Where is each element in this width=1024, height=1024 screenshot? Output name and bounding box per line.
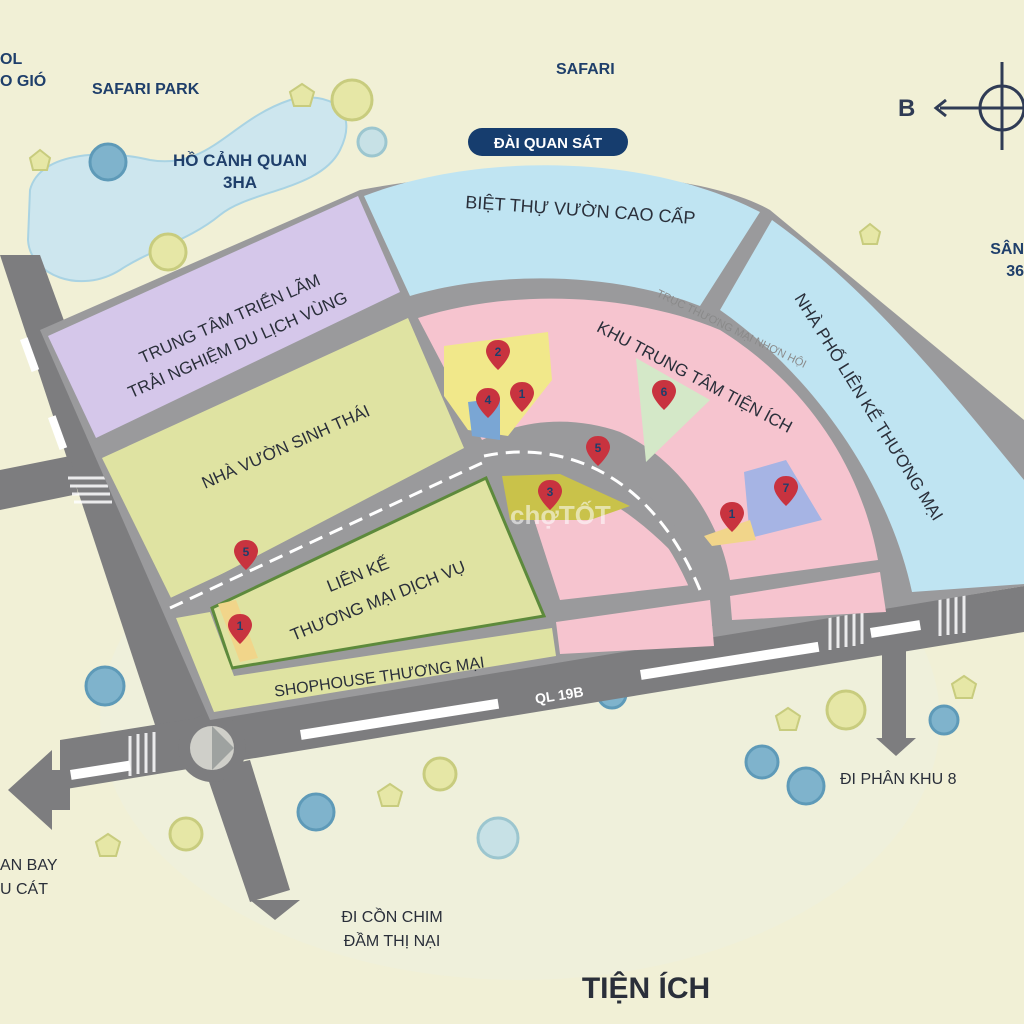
arrow-icon <box>876 738 916 756</box>
plot-olive <box>502 474 630 520</box>
observatory-label: ĐÀI QUAN SÁT <box>494 135 602 152</box>
zone-townhouse <box>720 220 1024 592</box>
marker-2: 2 <box>495 345 502 359</box>
label-top-left-2: O GIÓ <box>0 71 46 90</box>
road-network <box>0 255 1024 902</box>
marker-1c: 1 <box>237 619 244 633</box>
watermark: chợTỐT <box>510 500 611 530</box>
marker-1b: 1 <box>729 507 736 521</box>
compass-icon <box>933 62 1024 150</box>
label-airport-2: U CÁT <box>0 879 48 898</box>
observatory-badge[interactable] <box>468 128 628 156</box>
page-title: TIỆN ÍCH <box>582 971 710 1005</box>
label-airport-1: AN BAY <box>0 857 58 874</box>
label-lake: HỒ CẢNH QUAN <box>173 151 307 170</box>
compass-letter: B <box>898 95 915 122</box>
label-to-con-chim-1: ĐI CỒN CHIM <box>341 907 442 926</box>
marker-6: 6 <box>661 385 668 399</box>
landscape-lake <box>26 96 348 283</box>
marker-4: 4 <box>485 393 492 407</box>
label-right-partial-2: 36 <box>1006 263 1024 280</box>
label-to-con-chim-2: ĐẦM THỊ NẠI <box>344 931 441 950</box>
label-top-left-1: OL <box>0 51 22 68</box>
arrow-icon <box>8 750 70 830</box>
marker-3: 3 <box>547 485 554 499</box>
label-to-zone8: ĐI PHÂN KHU 8 <box>840 769 957 788</box>
tree-icon <box>28 78 978 860</box>
plot-orange-small <box>704 520 756 546</box>
zone-expo-center <box>48 196 400 438</box>
marker-1: 1 <box>519 387 526 401</box>
map-pin-icon[interactable]: 2 4 1 6 5 3 7 1 5 1 <box>228 340 798 644</box>
marker-7: 7 <box>783 481 790 495</box>
label-safari: SAFARI <box>556 61 615 78</box>
label-highway: QL 19B <box>534 683 585 706</box>
label-safari-park: SAFARI PARK <box>92 81 200 98</box>
label-right-partial-1: SÂN <box>990 239 1024 258</box>
zone-villa <box>364 165 760 306</box>
zone-eco-garden <box>102 318 464 600</box>
label-lake-size: 3HA <box>223 173 257 192</box>
arrow-icon <box>250 900 300 920</box>
marker-5b: 5 <box>243 545 250 559</box>
zone-shophouse <box>176 612 556 712</box>
plot-green-triangle <box>636 358 710 462</box>
marker-5: 5 <box>595 441 602 455</box>
zone-service-townhouse <box>210 475 547 670</box>
